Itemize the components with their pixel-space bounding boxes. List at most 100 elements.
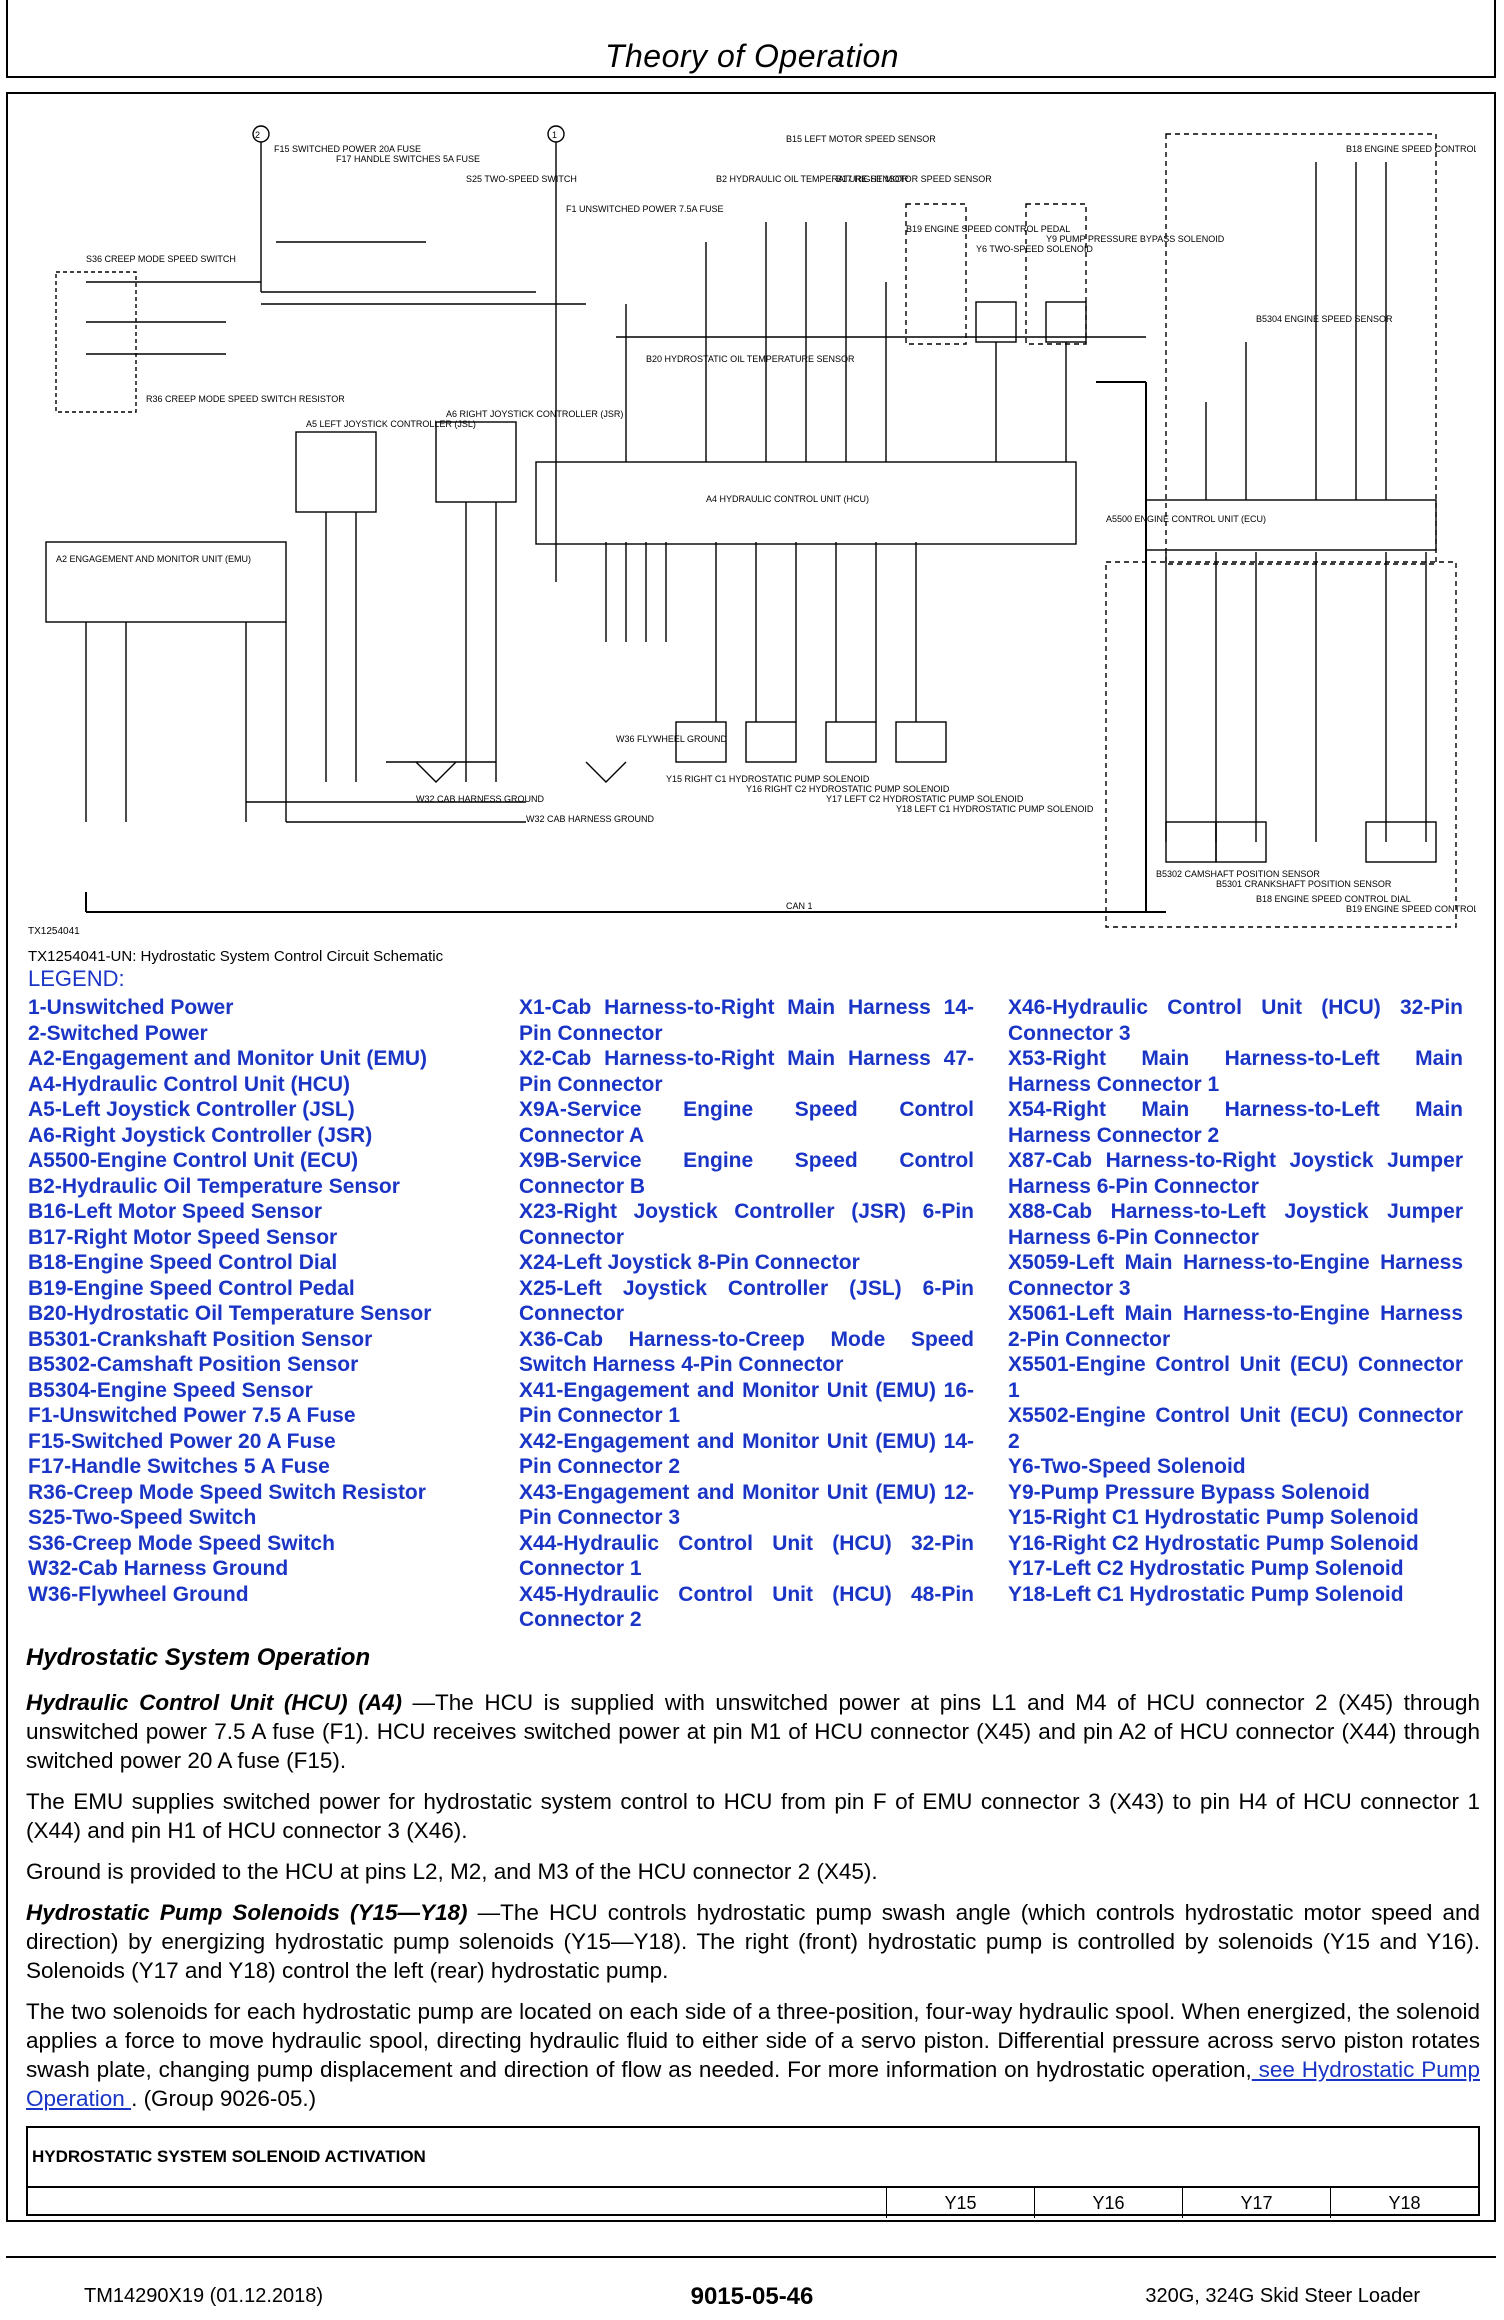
legend-item: X9A-Service Engine Speed Control Connect… bbox=[519, 1098, 974, 1147]
legend-item: X5061-Left Main Harness-to-Engine Harnes… bbox=[1008, 1302, 1463, 1351]
legend-item: X5059-Left Main Harness-to-Engine Harnes… bbox=[1008, 1251, 1463, 1300]
paragraph-spool: The two solenoids for each hydrostatic p… bbox=[26, 1997, 1480, 2113]
label-r36: R36 CREEP MODE SPEED SWITCH RESISTOR bbox=[146, 394, 345, 404]
footer-divider bbox=[6, 2256, 1496, 2258]
paragraph-text: The two solenoids for each hydrostatic p… bbox=[26, 1999, 1480, 2082]
figure-caption: TX1254041-UN: Hydrostatic System Control… bbox=[28, 948, 444, 965]
label-b17: B17 RIGHT MOTOR SPEED SENSOR bbox=[836, 174, 992, 184]
legend-item: A4-Hydraulic Control Unit (HCU) bbox=[28, 1072, 350, 1096]
table-column-header: Y15 bbox=[886, 2188, 1034, 2218]
label-can: CAN 1 bbox=[786, 901, 813, 911]
legend-item: W32-Cab Harness Ground bbox=[28, 1557, 289, 1580]
label-w32: W32 CAB HARNESS GROUND bbox=[416, 794, 545, 804]
label-a5: A5 LEFT JOYSTICK CONTROLLER (JSL) bbox=[306, 419, 476, 429]
footer-page-number: 9015-05-46 bbox=[690, 2283, 814, 2310]
legend-item: Y17-Left C2 Hydrostatic Pump Solenoid bbox=[1008, 1557, 1404, 1580]
legend-item: B16-Left Motor Speed Sensor bbox=[28, 1200, 323, 1223]
legend-item: X2-Cab Harness-to-Right Main Harness 47-… bbox=[519, 1047, 974, 1096]
paragraph-hcu: Hydraulic Control Unit (HCU) (A4) —The H… bbox=[26, 1688, 1480, 1775]
footer-doc-id: TM14290X19 (01.12.2018) bbox=[84, 2285, 324, 2307]
label-y18: Y18 LEFT C1 HYDROSTATIC PUMP SOLENOID bbox=[896, 804, 1094, 814]
legend-item: Y9-Pump Pressure Bypass Solenoid bbox=[1008, 1480, 1370, 1504]
legend-item: X1-Cab Harness-to-Right Main Harness 14-… bbox=[519, 996, 974, 1045]
paragraph-lead: Hydrostatic Pump Solenoids (Y15—Y18) bbox=[26, 1900, 468, 1925]
label-y9: Y9 PUMP PRESSURE BYPASS SOLENOID bbox=[1046, 234, 1225, 244]
legend-item: X5502-Engine Control Unit (ECU) Connecto… bbox=[1008, 1404, 1463, 1453]
label-b15: B15 LEFT MOTOR SPEED SENSOR bbox=[786, 134, 936, 144]
power-tag-1: 1 bbox=[552, 130, 557, 140]
legend-item: X41-Engagement and Monitor Unit (EMU) 16… bbox=[519, 1378, 974, 1428]
legend-item: Y18-Left C1 Hydrostatic Pump Solenoid bbox=[1008, 1582, 1404, 1606]
label-b2: B2 HYDRAULIC OIL TEMPERATURE SENSOR bbox=[716, 174, 909, 184]
legend-item: X54-Right Main Harness-to-Left Main Harn… bbox=[1008, 1098, 1463, 1147]
legend-item: A5500-Engine Control Unit (ECU) bbox=[28, 1149, 359, 1172]
label-w36: W36 FLYWHEEL GROUND bbox=[616, 734, 728, 744]
legend-item: B5304-Engine Speed Sensor bbox=[28, 1378, 313, 1402]
label-a6: A6 RIGHT JOYSTICK CONTROLLER (JSR) bbox=[446, 409, 623, 419]
solenoid-activation-table: HYDROSTATIC SYSTEM SOLENOID ACTIVATION Y… bbox=[26, 2126, 1480, 2218]
legend-item: Y15-Right C1 Hydrostatic Pump Solenoid bbox=[1008, 1506, 1419, 1529]
legend-item: A2-Engagement and Monitor Unit (EMU) bbox=[28, 1047, 427, 1070]
legend-item: X5501-Engine Control Unit (ECU) Connecto… bbox=[1008, 1353, 1463, 1402]
legend-column-3: X46-Hydraulic Control Unit (HCU) 32-Pin … bbox=[1008, 995, 1463, 1607]
paragraph-solenoids: Hydrostatic Pump Solenoids (Y15—Y18) —Th… bbox=[26, 1898, 1480, 1985]
table-column-header: Y16 bbox=[1034, 2188, 1182, 2218]
label-a5500: A5500 ENGINE CONTROL UNIT (ECU) bbox=[1106, 514, 1266, 524]
label-b19-pedal: B19 ENGINE SPEED CONTROL PEDAL bbox=[1346, 904, 1476, 914]
legend-item: X9B-Service Engine Speed Control Connect… bbox=[519, 1149, 974, 1198]
legend-item: W36-Flywheel Ground bbox=[28, 1582, 249, 1606]
label-y17: Y17 LEFT C2 HYDROSTATIC PUMP SOLENOID bbox=[826, 794, 1024, 804]
footer-model: 320G, 324G Skid Steer Loader bbox=[1145, 2285, 1420, 2307]
label-y15: Y15 RIGHT C1 HYDROSTATIC PUMP SOLENOID bbox=[666, 774, 870, 784]
paragraph-text: —The HCU controls hydrostatic pump swash… bbox=[26, 1900, 1481, 1983]
label-b5302: B5302 CAMSHAFT POSITION SENSOR bbox=[1156, 869, 1320, 879]
legend-item: X23-Right Joystick Controller (JSR) 6-Pi… bbox=[519, 1200, 974, 1249]
legend-item: X88-Cab Harness-to-Left Joystick Jumper … bbox=[1008, 1200, 1463, 1249]
legend-item: B5301-Crankshaft Position Sensor bbox=[28, 1327, 373, 1351]
legend-item: X43-Engagement and Monitor Unit (EMU) 12… bbox=[519, 1480, 974, 1530]
label-f1: F1 UNSWITCHED POWER 7.5A FUSE bbox=[566, 204, 724, 214]
legend-item: X44-Hydraulic Control Unit (HCU) 32-Pin … bbox=[519, 1531, 974, 1581]
power-tag-2: 2 bbox=[255, 130, 260, 140]
header-frame bbox=[6, 0, 1496, 78]
label-a2: A2 ENGAGEMENT AND MONITOR UNIT (EMU) bbox=[56, 554, 251, 564]
table-column-header: Y18 bbox=[1330, 2188, 1478, 2218]
legend-title: LEGEND: bbox=[28, 966, 125, 991]
legend-item: X24-Left Joystick 8-Pin Connector bbox=[519, 1251, 860, 1274]
legend-column-2: X1-Cab Harness-to-Right Main Harness 14-… bbox=[519, 995, 974, 1633]
body-text: Hydraulic Control Unit (HCU) (A4) —The H… bbox=[26, 1688, 1480, 2125]
legend-item: X45-Hydraulic Control Unit (HCU) 48-Pin … bbox=[519, 1582, 974, 1632]
label-f17: F17 HANDLE SWITCHES 5A FUSE bbox=[336, 154, 480, 164]
table-header-row: Y15 Y16 Y17 Y18 bbox=[28, 2188, 1478, 2218]
label-y16: Y16 RIGHT C2 HYDROSTATIC PUMP SOLENOID bbox=[746, 784, 950, 794]
legend-item: X87-Cab Harness-to-Right Joystick Jumper… bbox=[1008, 1149, 1463, 1198]
legend-item: A5-Left Joystick Controller (JSL) bbox=[28, 1098, 355, 1121]
label-b18-dial: B18 ENGINE SPEED CONTROL DIAL bbox=[1256, 894, 1411, 904]
paragraph-text: . (Group 9026-05.) bbox=[131, 2086, 317, 2111]
label-a4: A4 HYDRAULIC CONTROL UNIT (HCU) bbox=[706, 494, 869, 504]
legend-item: Y6-Two-Speed Solenoid bbox=[1008, 1455, 1246, 1478]
label-f15: F15 SWITCHED POWER 20A FUSE bbox=[274, 144, 421, 154]
legend-item: B19-Engine Speed Control Pedal bbox=[28, 1276, 355, 1300]
legend-item: B5302-Camshaft Position Sensor bbox=[28, 1353, 359, 1376]
legend-item: Y16-Right C2 Hydrostatic Pump Solenoid bbox=[1008, 1531, 1419, 1555]
paragraph-text: —The HCU is supplied with unswitched pow… bbox=[26, 1690, 1480, 1773]
legend-item: F17-Handle Switches 5 A Fuse bbox=[28, 1455, 330, 1478]
legend-item: X46-Hydraulic Control Unit (HCU) 32-Pin … bbox=[1008, 996, 1463, 1045]
table-blank-cell bbox=[28, 2188, 886, 2218]
legend-item: X25-Left Joystick Controller (JSL) 6-Pin… bbox=[519, 1276, 974, 1326]
label-w32-ground: W32 CAB HARNESS GROUND bbox=[526, 814, 655, 824]
label-b20: B20 HYDROSTATIC OIL TEMPERATURE SENSOR bbox=[646, 354, 855, 364]
legend-item: B20-Hydrostatic Oil Temperature Sensor bbox=[28, 1302, 432, 1325]
table-title: HYDROSTATIC SYSTEM SOLENOID ACTIVATION bbox=[28, 2128, 1478, 2188]
legend-item: X53-Right Main Harness-to-Left Main Harn… bbox=[1008, 1047, 1463, 1096]
paragraph-lead: Hydraulic Control Unit (HCU) (A4) bbox=[26, 1690, 402, 1715]
label-s36: S36 CREEP MODE SPEED SWITCH bbox=[86, 254, 236, 264]
legend-item: B18-Engine Speed Control Dial bbox=[28, 1251, 338, 1274]
label-s25: S25 TWO-SPEED SWITCH bbox=[466, 174, 577, 184]
legend-item: B2-Hydraulic Oil Temperature Sensor bbox=[28, 1174, 400, 1198]
hydrostatic-pump-operation-link[interactable]: see Hydrostatic Pump Operation bbox=[26, 2057, 1480, 2111]
table-column-header: Y17 bbox=[1182, 2188, 1330, 2218]
legend-item: A6-Right Joystick Controller (JSR) bbox=[28, 1123, 373, 1147]
hydrostatic-schematic: 2 1 F15 SWITCHED POWER 20A FUSE F17 HAND… bbox=[28, 125, 1476, 937]
